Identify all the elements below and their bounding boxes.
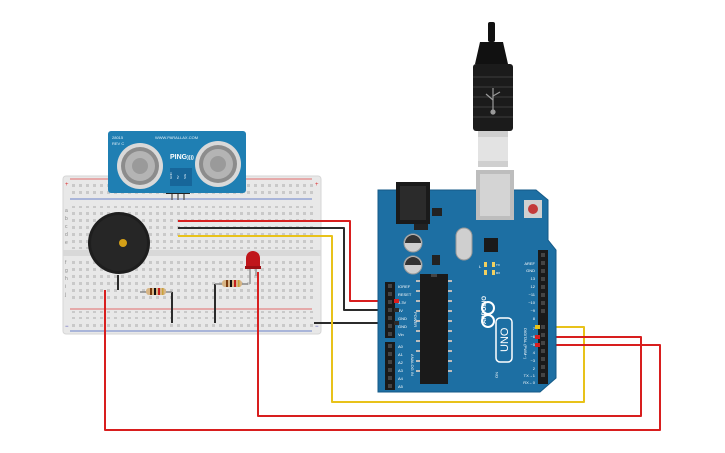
power-header: IOREF RESET 3.3V 5V GND GND Vin POWER xyxy=(385,282,418,338)
sensor-part-number: 28015 xyxy=(112,135,124,140)
row-letter-e: e xyxy=(65,240,68,246)
wires xyxy=(104,220,661,431)
led-label-l: L xyxy=(479,264,482,269)
digital-pin-10: ~10 xyxy=(528,300,536,305)
power-header-label: POWER xyxy=(413,312,418,327)
infinity-icon xyxy=(481,301,495,328)
row-letter-g: g xyxy=(65,268,68,274)
analog-pin-a5: A5 xyxy=(398,384,404,389)
arduino-brand: ARDUINO xyxy=(482,296,488,324)
led-label-rx: RX xyxy=(496,271,500,275)
digital-pin-2: 2 xyxy=(533,366,536,371)
power-pin-5v: 5V xyxy=(398,308,403,313)
digital-pin-6: ~6 xyxy=(530,334,535,339)
power-pin-ioref: IOREF xyxy=(398,284,411,289)
sensor-pin-5v: 5V xyxy=(176,175,180,179)
analog-pin-a2: A2 xyxy=(398,360,404,365)
digital-pin-gnd: GND xyxy=(526,268,535,273)
onboard-leds: L TX RX xyxy=(479,262,500,275)
power-pin-3v3: 3.3V xyxy=(398,300,407,305)
digital-pin-0: RX←0 xyxy=(523,380,536,385)
row-letter-f: f xyxy=(65,260,67,266)
on-label: ON xyxy=(494,372,499,378)
digital-pin-1: TX→1 xyxy=(524,373,536,378)
digital-header: AREF GND 13 12 ~11 ~10 ~9 8 7 ~6 ~5 4 ~3… xyxy=(523,250,548,385)
sensor-pin-gnd: GND xyxy=(169,172,173,180)
sensor-revision: REV C xyxy=(112,141,124,146)
row-letter-c: c xyxy=(65,224,68,230)
digital-pin-9: ~9 xyxy=(530,308,535,313)
piezo-buzzer[interactable] xyxy=(88,212,150,274)
digital-header-label: DIGITAL (PWM~) xyxy=(523,328,528,360)
power-pin-gnd2: GND xyxy=(398,324,407,329)
power-pin-vin: Vin xyxy=(398,332,404,337)
power-pin-gnd1: GND xyxy=(398,316,407,321)
row-letter-h: h xyxy=(65,276,68,282)
ping-ultrasonic-sensor[interactable]: 28015 REV C WWW.PARALLAX.COM PING)))) GN… xyxy=(108,131,246,200)
analog-pin-a4: A4 xyxy=(398,376,404,381)
analog-pin-a3: A3 xyxy=(398,368,404,373)
usb-icon xyxy=(485,88,501,115)
led-label-tx: TX xyxy=(496,263,500,267)
rail-plus-label-right: + xyxy=(315,182,319,188)
wire-signal[interactable] xyxy=(178,235,585,403)
rail-minus-label: − xyxy=(65,324,69,330)
wire-endpoints xyxy=(394,299,540,347)
row-letter-a: a xyxy=(65,208,68,214)
wire-led[interactable] xyxy=(257,272,642,417)
digital-pin-3: ~3 xyxy=(530,358,535,363)
resistor-1[interactable] xyxy=(140,288,172,295)
wire-buzzer[interactable] xyxy=(104,290,661,431)
row-letter-i: i xyxy=(65,284,66,290)
analog-pin-a1: A1 xyxy=(398,352,404,357)
arduino-uno-board[interactable]: L TX RX ARDUINO UNO xyxy=(377,170,557,393)
arduino-logo: ARDUINO xyxy=(482,296,488,324)
sensor-website: WWW.PARALLAX.COM xyxy=(155,135,198,140)
usb-cable[interactable] xyxy=(473,22,513,167)
atmega-chip xyxy=(416,274,452,384)
rail-plus-label: + xyxy=(65,182,69,188)
sensor-brand: PING)))) xyxy=(170,154,194,161)
sensor-transducer-left xyxy=(117,143,163,189)
digital-pin-8: 8 xyxy=(533,316,536,321)
digital-pin-13: 13 xyxy=(531,276,536,281)
power-pin-reset: RESET xyxy=(398,292,412,297)
red-led[interactable] xyxy=(245,251,261,284)
analog-header-label: ANALOG IN xyxy=(410,354,415,376)
digital-pin-5: ~5 xyxy=(530,342,535,347)
digital-pin-12: 12 xyxy=(531,284,536,289)
wire-5v[interactable] xyxy=(178,220,397,302)
analog-header: A0 A1 A2 A3 A4 A5 ANALOG IN xyxy=(385,342,415,390)
row-letter-d: d xyxy=(65,232,68,238)
row-letter-j: j xyxy=(64,292,66,298)
wire-gnd-sensor[interactable] xyxy=(178,227,397,311)
digital-pin-4: 4 xyxy=(533,350,536,355)
rail-minus-label-right: − xyxy=(315,324,319,330)
digital-pin-aref: AREF xyxy=(524,261,535,266)
resistor-2[interactable] xyxy=(215,280,248,287)
digital-pin-7: 7 xyxy=(533,326,536,331)
analog-pin-a0: A0 xyxy=(398,344,404,349)
digital-pin-11: ~11 xyxy=(529,292,536,297)
arduino-model: UNO xyxy=(499,327,511,352)
sensor-pin-sig: SIG xyxy=(183,173,187,179)
sensor-transducer-right xyxy=(195,141,241,187)
row-letter-b: b xyxy=(65,216,68,222)
